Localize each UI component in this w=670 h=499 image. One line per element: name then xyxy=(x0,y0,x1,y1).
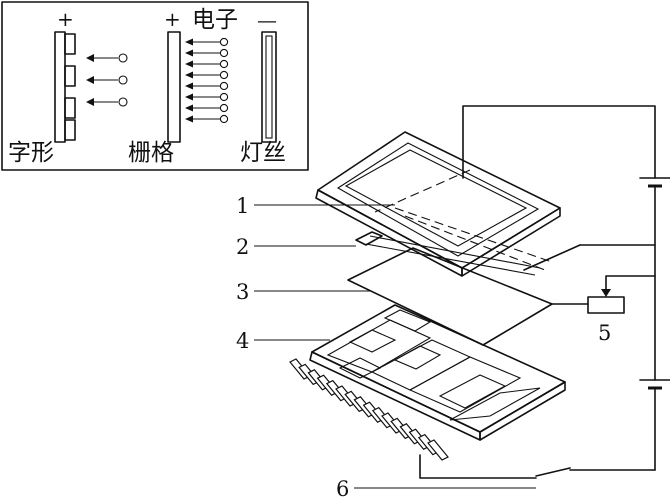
lead-pins xyxy=(289,358,449,461)
grid-electron xyxy=(185,59,229,69)
grid-electron xyxy=(185,70,229,80)
callouts: 1 2 3 4 6 xyxy=(236,194,536,499)
resistor-number: 5 xyxy=(598,321,611,345)
lead-pin xyxy=(427,439,449,461)
grid-electron xyxy=(185,81,229,91)
filament xyxy=(261,31,277,143)
grid-electron xyxy=(185,114,229,124)
grid-electron xyxy=(185,37,229,47)
callout-6: 6 xyxy=(336,477,349,499)
switch-blade xyxy=(535,467,571,477)
inset-frame xyxy=(1,1,309,171)
grid-plus-sign: + xyxy=(164,7,181,31)
grid-electron xyxy=(185,92,229,102)
caption-segment: 字形 xyxy=(8,140,54,166)
glass-cover xyxy=(315,131,561,277)
grid-electron xyxy=(185,103,229,113)
callout-4: 4 xyxy=(236,329,249,353)
principle-inset: + + xyxy=(1,1,309,171)
electron-label: 电子 xyxy=(192,7,238,33)
callout-1: 1 xyxy=(236,194,249,218)
filament-minus-sign: — xyxy=(257,8,277,32)
segment-plus-sign: + xyxy=(57,7,74,31)
grid-electron xyxy=(185,48,229,58)
circuit-wires xyxy=(419,105,670,479)
substrate xyxy=(309,304,566,441)
resistor xyxy=(587,296,625,314)
grid-electrons xyxy=(185,37,229,124)
segment-electrons xyxy=(86,53,128,107)
callout-3: 3 xyxy=(236,280,249,304)
segment-electrode xyxy=(54,31,76,143)
callout-2: 2 xyxy=(236,235,249,259)
grid-electrode xyxy=(167,31,181,143)
caption-grid: 栅格 xyxy=(128,140,174,166)
caption-filament: 灯丝 xyxy=(240,140,286,166)
